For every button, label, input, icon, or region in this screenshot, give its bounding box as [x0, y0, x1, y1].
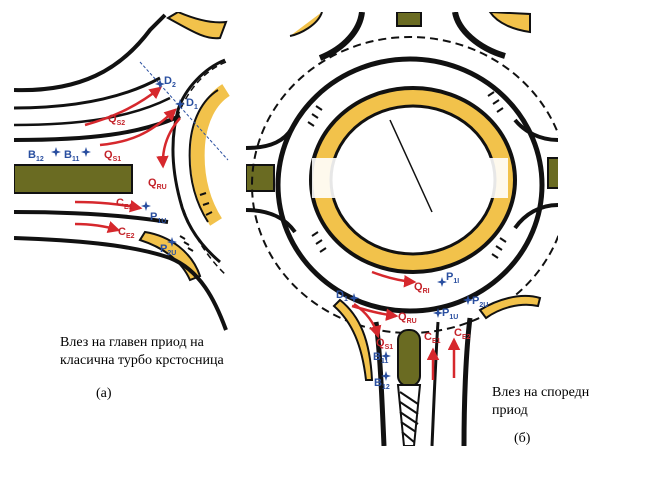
arrow-qs1-b: [353, 302, 382, 339]
caption-a-line1: Влез на главен приод на: [60, 335, 204, 350]
arrow-qri-b: [371, 270, 417, 288]
label-p2u-b: P2U: [472, 295, 488, 309]
label-qs2-a: QS2: [108, 113, 125, 127]
arrow-qru-b: [351, 304, 399, 321]
caption-b-line1: Влез на споредн: [492, 385, 590, 400]
label-qru-b: QRU: [398, 311, 417, 325]
label-b11-a: B11: [64, 149, 79, 163]
caption-b-line2: приод: [492, 403, 528, 418]
label-qri-b: QRI: [414, 281, 430, 295]
label-qs1-b: QS1: [376, 337, 393, 351]
caption-a: Влез на главен приод на класична турбо к…: [60, 334, 224, 370]
label-b12-a: B12: [28, 149, 44, 163]
label-p1u-a: P1U: [150, 211, 166, 225]
arrow-qs2: [84, 86, 162, 127]
label-ce1-b: CE1: [424, 331, 441, 345]
marker-p1u-a: [141, 201, 151, 211]
caption-a-tag: (а): [96, 386, 112, 401]
label-b12-b: B12: [374, 377, 390, 391]
label-d2-a: D2: [164, 75, 176, 89]
caption-a-line2: класична турбо крстосница: [60, 353, 224, 368]
marker-b11-a: [81, 147, 91, 157]
caption-b-tag: (б): [514, 431, 531, 446]
label-qs1-a: QS1: [104, 149, 121, 163]
panel-a-drawing: [14, 12, 230, 331]
arrow-qs1: [99, 108, 177, 147]
label-qru-a: QRU: [148, 177, 167, 191]
label-b11-b: B11: [373, 351, 388, 365]
marker-b12-a: [51, 147, 61, 157]
label-p1i-b: P1I: [446, 271, 459, 285]
caption-b: Влез на споредн приод: [492, 384, 589, 420]
label-p2u-a: P2U: [160, 243, 176, 257]
arrow-ce1: [74, 200, 143, 213]
panel-b-drawing: [246, 12, 558, 446]
label-d1-a: D1: [186, 97, 198, 111]
arrow-qru: [156, 117, 181, 169]
label-p1u-b: P1U: [442, 307, 458, 321]
label-ce2-b: CE2: [454, 327, 471, 341]
arrow-ce2: [74, 221, 121, 234]
label-ce2-a: CE2: [118, 226, 135, 240]
label-d1-b: D1: [336, 289, 348, 303]
label-ce1-a: CE1: [116, 197, 133, 211]
